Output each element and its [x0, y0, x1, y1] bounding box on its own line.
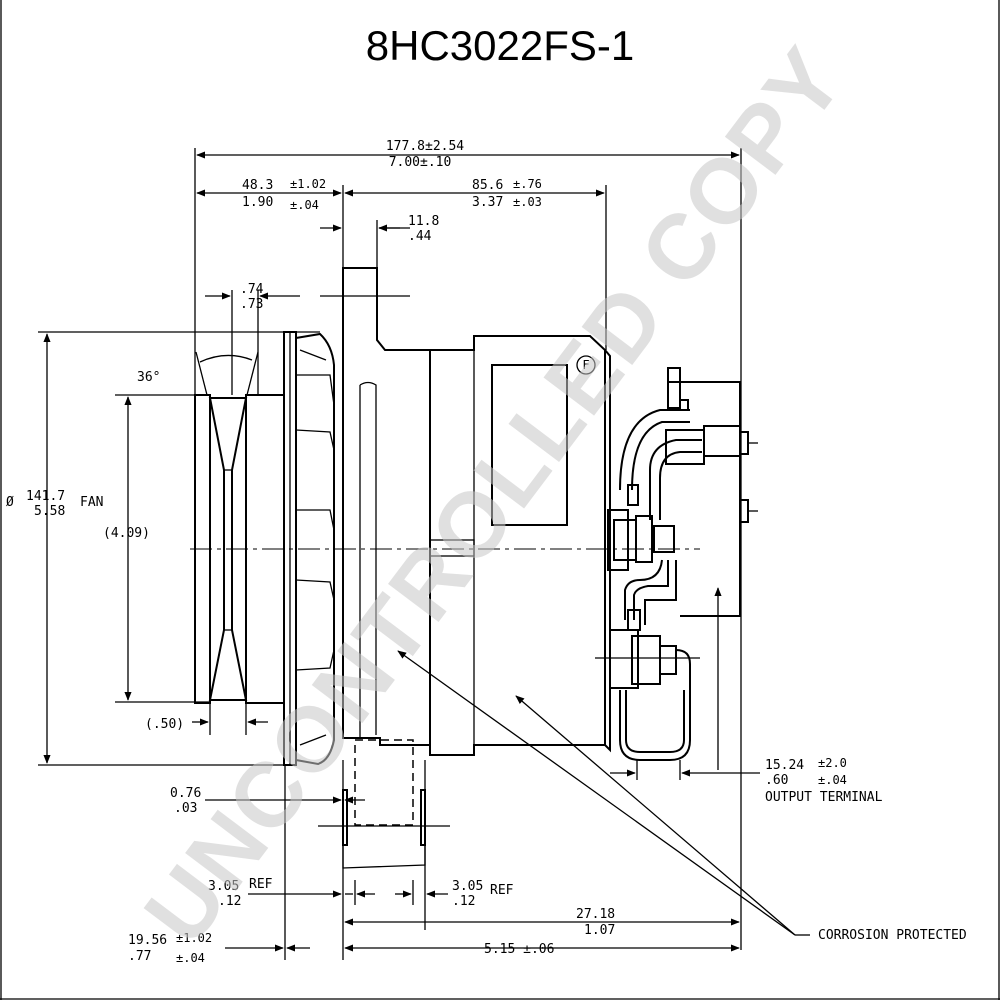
main-body: F [429, 335, 606, 756]
base-in-tol: ±.04 [176, 951, 205, 965]
belt-bottom: .73 [240, 297, 263, 312]
page-title: 8HC3022FS-1 [366, 22, 634, 69]
small-in: .03 [174, 801, 197, 816]
groove-label: (.50) [145, 717, 184, 732]
front-mm: 48.3 [242, 178, 273, 193]
mount-in: 1.07 [584, 923, 615, 938]
angle-label: 36° [137, 370, 160, 385]
dia-symbol: Ø [6, 495, 14, 510]
base-mm: 19.56 [128, 933, 167, 948]
ref-right-mm: 3.05 [452, 879, 483, 894]
belt-top: .74 [240, 282, 264, 297]
dimension-labels: 177.8±2.54 7.00±.10 48.3 ±1.02 1.90 ±.04… [6, 139, 967, 965]
corrosion-label: CORROSION PROTECTED [818, 928, 967, 943]
terminal-mm-tol: ±2.0 [818, 756, 847, 770]
body-in: 5.15 ±.06 [484, 942, 554, 957]
rear-mm: 85.6 [472, 178, 503, 193]
rear-in-tol: ±.03 [513, 195, 542, 209]
watermark: UNCONTROLLED COPY [125, 29, 864, 962]
terminal-mm: 15.24 [765, 758, 804, 773]
front-mm-tol: ±1.02 [290, 177, 326, 191]
mount-mm: 27.18 [576, 907, 615, 922]
overall-in: 7.00±.10 [389, 155, 452, 170]
base-in: .77 [128, 949, 151, 964]
output-terminal-label: OUTPUT TERMINAL [765, 790, 883, 805]
mounting-foot [318, 739, 450, 869]
ref-left-label: REF [249, 877, 273, 892]
dimension-lines [43, 151, 760, 952]
f-mark: F [582, 358, 589, 372]
fan-label: FAN [80, 495, 103, 510]
rear-in: 3.37 [472, 195, 503, 210]
ref-right-label: REF [490, 883, 514, 898]
overall-mm: 177.8±2.54 [386, 139, 464, 154]
ref-right-in: .12 [452, 894, 475, 909]
small-mm: 0.76 [170, 786, 201, 801]
terminal-in: .60 [765, 773, 788, 788]
leader-lines [397, 650, 810, 936]
flange-in: .44 [408, 229, 432, 244]
rear-mm-tol: ±.76 [513, 177, 542, 191]
ref-left-in: .12 [218, 894, 241, 909]
ref-left-mm: 3.05 [208, 879, 239, 894]
front-in: 1.90 [242, 195, 273, 210]
rear-housing [595, 349, 758, 761]
base-mm-tol: ±1.02 [176, 931, 212, 945]
fan-dia-in: 5.58 [34, 504, 65, 519]
fan-dia-mm: 141.7 [26, 489, 65, 504]
pulley-dia: (4.09) [103, 526, 150, 541]
front-in-tol: ±.04 [290, 198, 319, 212]
terminal-in-tol: ±.04 [818, 773, 847, 787]
flange-mm: 11.8 [408, 214, 439, 229]
